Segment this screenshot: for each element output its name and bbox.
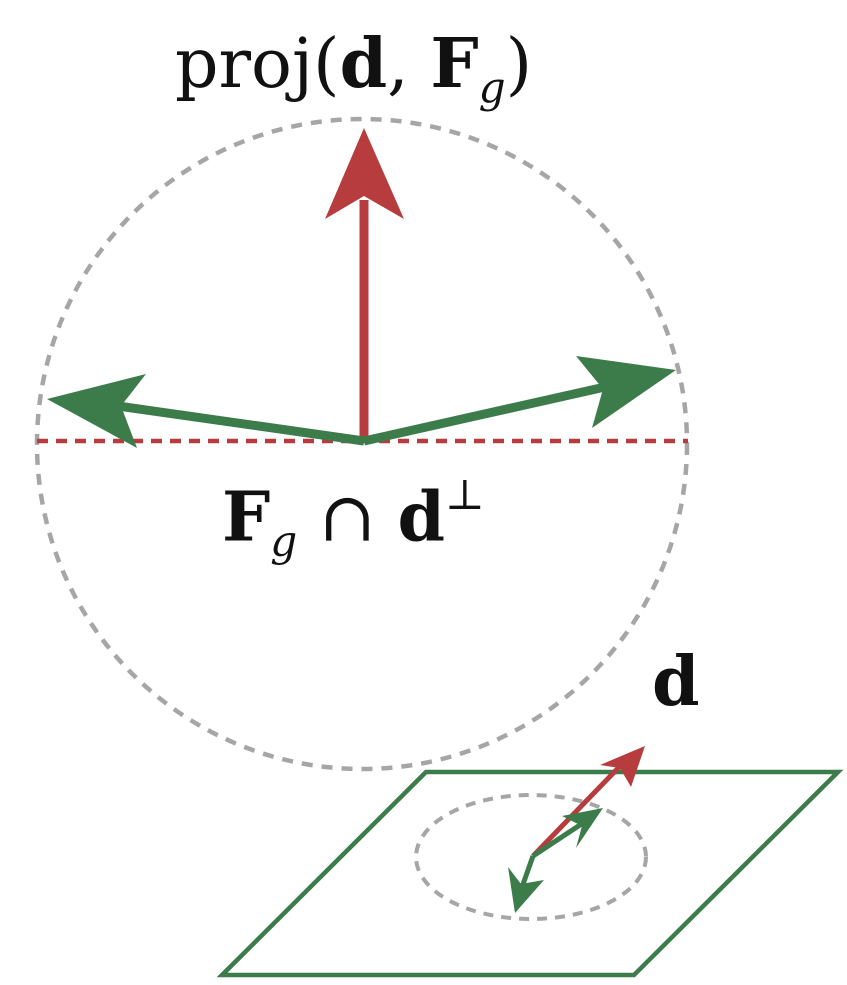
projection-suffix: ) [505, 25, 533, 104]
projection-label: proj(d, Fg) [175, 30, 532, 109]
projection-prefix: proj( [175, 25, 340, 104]
intersection-op: ∩ [297, 478, 398, 558]
green-right-arrowhead [576, 356, 676, 428]
intersection-F: F [222, 477, 271, 558]
plane-parallelogram [216, 769, 844, 978]
green-left-arrow-shaft [117, 401, 365, 446]
projection-sub: g [478, 62, 506, 112]
direction-label: d [652, 642, 700, 722]
projection-sep: , [387, 25, 431, 104]
small-green-up-arrow-shaft [531, 818, 588, 859]
projection-circle [34, 116, 690, 772]
projection-d: d [339, 24, 388, 104]
intersection-sub: g [270, 516, 298, 566]
green-left-arrowhead [47, 374, 146, 448]
projection-F: F [430, 24, 479, 104]
green-right-arrow-shaft [363, 382, 606, 446]
small-green-up-arrowhead [562, 808, 603, 848]
direction-arrow-shaft [531, 760, 626, 858]
small-green-down-arrowhead [508, 867, 544, 913]
red-projection-arrowhead [325, 128, 404, 219]
intersection-label: Fg ∩ d⊥ [222, 473, 485, 566]
intersection-sup: ⊥ [445, 470, 485, 519]
intersection-d: d [397, 477, 446, 558]
small-dashed-ellipse [414, 793, 648, 921]
direction-arrowhead [600, 746, 645, 787]
